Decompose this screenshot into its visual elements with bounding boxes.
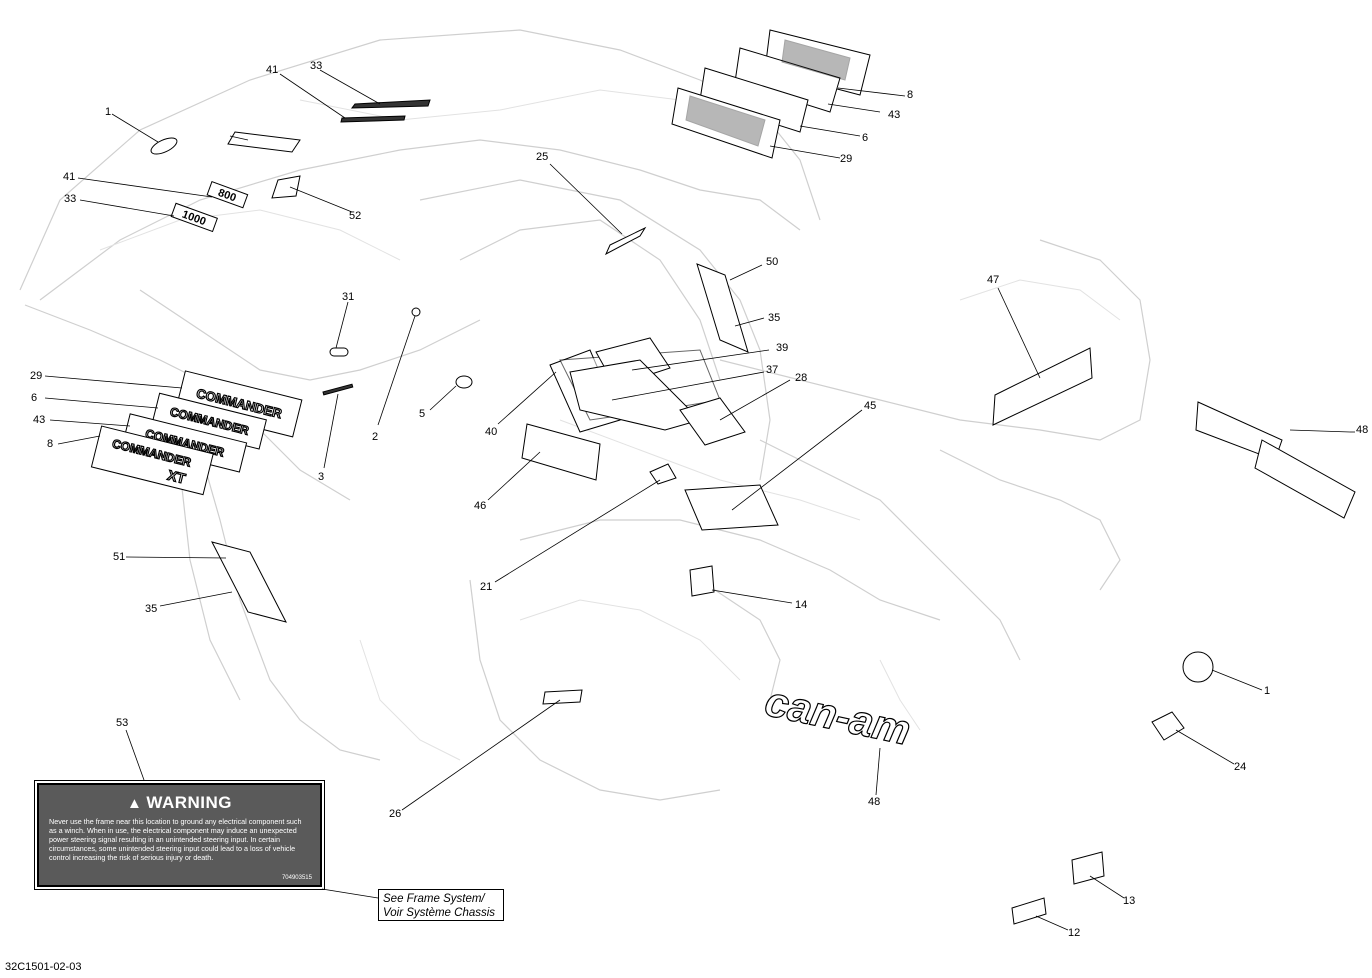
callout-35: 35	[768, 312, 780, 324]
callout-28: 28	[795, 372, 807, 384]
callout-51: 51	[113, 551, 125, 563]
svg-text:800: 800	[216, 187, 237, 205]
callout-40: 40	[485, 426, 497, 438]
warning-code: 704903515	[281, 875, 312, 881]
callout-6: 6	[862, 132, 868, 144]
callout-37: 37	[766, 364, 778, 376]
reference-line-1: See Frame System/	[383, 893, 485, 905]
callout-46: 46	[474, 500, 486, 512]
decal-stack-top-right	[671, 29, 871, 159]
callout-1: 1	[105, 106, 111, 118]
drawing-id: 32C1501-02-03	[5, 961, 82, 973]
callout-43: 43	[888, 109, 900, 121]
leader-lines	[44, 69, 1355, 931]
callout-35: 35	[145, 603, 157, 615]
callout-45: 45	[864, 400, 876, 412]
callout-12: 12	[1068, 927, 1080, 939]
can-am-logo: can-am	[760, 677, 915, 755]
reference-line-2: Voir Système Chassis	[383, 907, 496, 919]
warning-triangle-icon: ▲	[126, 795, 143, 812]
callout-24: 24	[1234, 761, 1246, 773]
commander-decals-left: COMMANDER COMMANDER COMMANDER COMMANDER …	[90, 370, 303, 496]
callout-41: 41	[63, 171, 75, 183]
callout-41: 41	[266, 64, 278, 76]
decals-center	[211, 226, 779, 705]
warning-body: Never use the frame near this location t…	[49, 817, 302, 862]
decals-right	[992, 347, 1356, 925]
warning-decal: ▲WARNING Never use the frame near this l…	[34, 780, 325, 890]
callout-47: 47	[987, 274, 999, 286]
callout-2: 2	[372, 431, 378, 443]
frame-system-reference: See Frame System/ Voir Système Chassis	[378, 889, 504, 921]
callout-8: 8	[47, 438, 53, 450]
callout-26: 26	[389, 808, 401, 820]
svg-text:XT: XT	[166, 467, 188, 487]
callout-14: 14	[795, 599, 807, 611]
callout-53: 53	[116, 717, 128, 729]
callout-48: 48	[868, 796, 880, 808]
warning-title: ▲WARNING	[126, 793, 233, 812]
callout-52: 52	[349, 210, 361, 222]
callout-25: 25	[536, 151, 548, 163]
svg-text:can-am: can-am	[761, 677, 915, 754]
callout-numbers: 1 41 33 41 33 52 25 8 43 6 29 50 35 31 2…	[30, 60, 1368, 939]
callout-48: 48	[1356, 424, 1368, 436]
callout-29: 29	[840, 153, 852, 165]
callout-5: 5	[419, 408, 425, 420]
callout-1: 1	[1264, 685, 1270, 697]
callout-6: 6	[31, 392, 37, 404]
decal-top-left: 800 1000	[150, 99, 431, 233]
callout-3: 3	[318, 471, 324, 483]
callout-43: 43	[33, 414, 45, 426]
callout-39: 39	[776, 342, 788, 354]
callout-33: 33	[64, 193, 76, 205]
callout-13: 13	[1123, 895, 1135, 907]
callout-21: 21	[480, 581, 492, 593]
callout-31: 31	[342, 291, 354, 303]
decal-800: 800	[206, 181, 249, 209]
decal-1000: 1000	[170, 202, 218, 233]
callout-29: 29	[30, 370, 42, 382]
callout-50: 50	[766, 256, 778, 268]
callout-8: 8	[907, 89, 913, 101]
callout-33: 33	[310, 60, 322, 72]
